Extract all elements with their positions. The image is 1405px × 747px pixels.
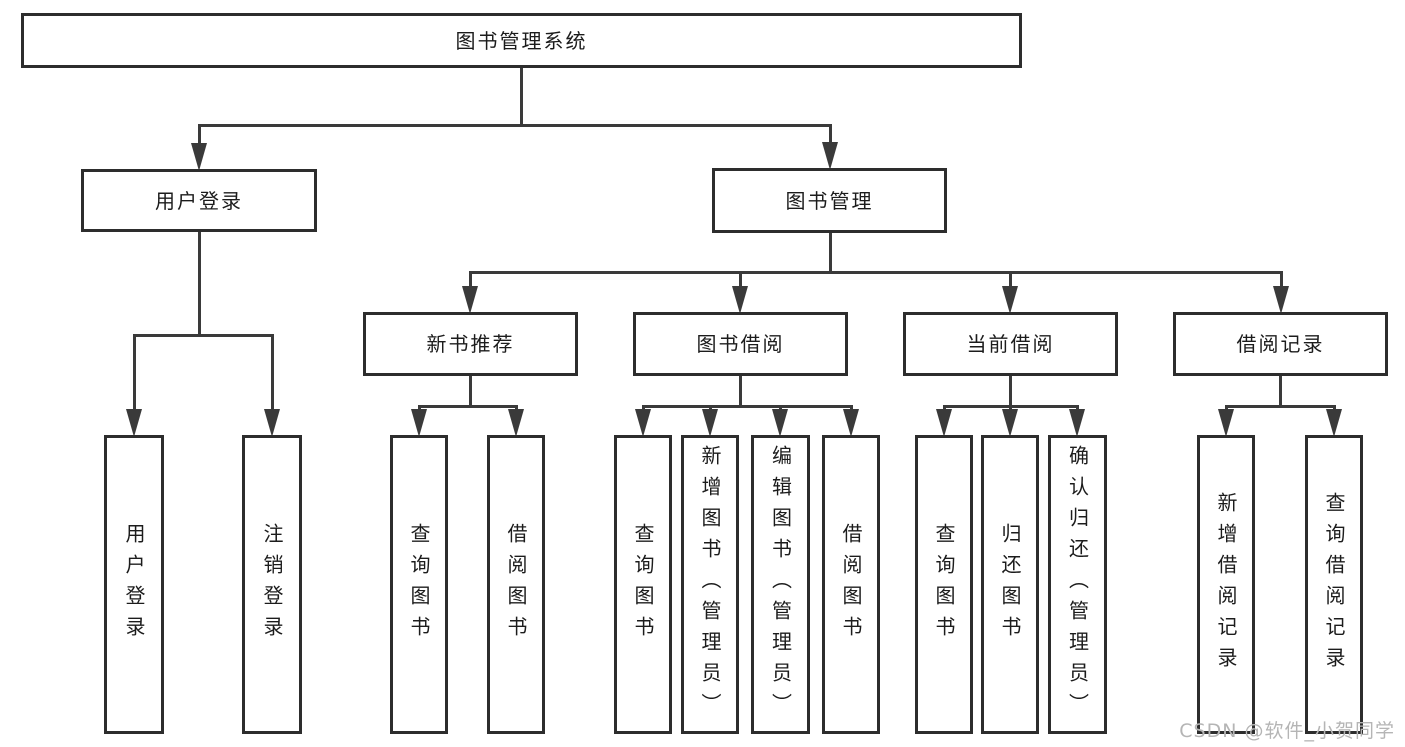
node-borrowing-records: 借阅记录	[1173, 312, 1388, 376]
connector-arrow-shaft	[1009, 405, 1012, 411]
arrowhead-down-icon	[936, 409, 952, 437]
arrowhead-down-icon	[411, 409, 427, 437]
connector-arrow-shaft	[1009, 271, 1012, 288]
arrowhead-down-icon	[462, 286, 478, 314]
node-label: 新书推荐	[426, 332, 515, 356]
arrowhead-down-icon	[1002, 409, 1018, 437]
node-borrow-books-2: 借阅图书	[822, 435, 880, 734]
node-return-books: 归还图书	[981, 435, 1039, 734]
arrowhead-down-icon	[1002, 286, 1018, 314]
arrowhead-down-icon	[1069, 409, 1085, 437]
node-label: 查询图书	[407, 522, 431, 647]
arrowhead-down-icon	[732, 286, 748, 314]
node-query-borrow-record: 查询借阅记录	[1305, 435, 1363, 734]
connector-stem	[520, 68, 523, 127]
node-book-management: 图书管理	[712, 168, 947, 233]
arrowhead-down-icon	[1273, 286, 1289, 314]
node-label: 注销登录	[260, 522, 284, 647]
connector-rail	[198, 124, 832, 127]
node-label: 借阅记录	[1236, 332, 1325, 356]
node-confirm-return-admin: 确认归还（管理员）	[1048, 435, 1107, 734]
connector-rail	[418, 405, 518, 408]
connector-rail	[133, 334, 274, 337]
node-root: 图书管理系统	[21, 13, 1022, 68]
node-current-borrowing: 当前借阅	[903, 312, 1118, 376]
arrowhead-down-icon	[822, 142, 838, 170]
connector-arrow-shaft	[779, 405, 782, 411]
node-new-book-recommend: 新书推荐	[363, 312, 578, 376]
connector-arrow-shaft	[850, 405, 853, 411]
connector-stem	[739, 376, 742, 408]
node-label: 查询图书	[932, 522, 956, 647]
node-add-books-admin: 新增图书（管理员）	[681, 435, 739, 734]
node-query-books-2: 查询图书	[614, 435, 672, 734]
connector-arrow-shaft	[642, 405, 645, 411]
connector-rail	[642, 405, 853, 408]
node-book-borrowing: 图书借阅	[633, 312, 848, 376]
node-logout: 注销登录	[242, 435, 302, 734]
connector-arrow-shaft	[418, 405, 421, 411]
arrowhead-down-icon	[126, 409, 142, 437]
connector-arrow-shaft	[1333, 405, 1336, 411]
arrowhead-down-icon	[635, 409, 651, 437]
connector-stem	[469, 376, 472, 408]
node-label: 查询借阅记录	[1322, 491, 1346, 678]
node-label: 确认归还（管理员）	[1065, 445, 1090, 724]
connector-stem	[1009, 376, 1012, 408]
arrowhead-down-icon	[1218, 409, 1234, 437]
node-label: 图书管理	[785, 188, 874, 213]
node-label: 新增借阅记录	[1214, 491, 1238, 678]
node-add-borrow-record: 新增借阅记录	[1197, 435, 1255, 734]
connector-stem	[198, 232, 201, 337]
connector-arrow-shaft	[1225, 405, 1228, 411]
node-label: 当前借阅	[966, 332, 1055, 356]
connector-arrow-shaft	[469, 271, 472, 288]
connector-arrow-shaft	[739, 271, 742, 288]
connector-arrow-shaft	[829, 124, 832, 144]
node-label: 编辑图书（管理员）	[768, 445, 793, 724]
node-label: 归还图书	[998, 522, 1022, 647]
arrowhead-down-icon	[508, 409, 524, 437]
node-label: 图书借阅	[696, 332, 785, 356]
connector-arrow-shaft	[1076, 405, 1079, 411]
arrowhead-down-icon	[191, 143, 207, 171]
connector-stem	[829, 233, 832, 274]
connector-arrow-shaft	[133, 334, 136, 411]
node-label: 用户登录	[155, 188, 243, 213]
node-user-login-leaf: 用户登录	[104, 435, 164, 734]
node-borrow-books-1: 借阅图书	[487, 435, 545, 734]
connector-arrow-shaft	[271, 334, 274, 411]
node-user-login: 用户登录	[81, 169, 317, 232]
arrowhead-down-icon	[1326, 409, 1342, 437]
node-query-books-1: 查询图书	[390, 435, 448, 734]
connector-arrow-shaft	[515, 405, 518, 411]
arrowhead-down-icon	[702, 409, 718, 437]
connector-arrow-shaft	[1280, 271, 1283, 288]
arrowhead-down-icon	[843, 409, 859, 437]
arrowhead-down-icon	[772, 409, 788, 437]
watermark: CSDN @软件_小贺同学	[1179, 720, 1395, 742]
connector-arrow-shaft	[198, 124, 201, 145]
node-query-books-3: 查询图书	[915, 435, 973, 734]
node-label: 新增图书（管理员）	[698, 445, 722, 724]
node-label: 用户登录	[122, 522, 146, 647]
connector-rail	[1225, 405, 1336, 408]
connector-arrow-shaft	[709, 405, 712, 411]
node-label: 借阅图书	[839, 522, 863, 647]
node-label: 查询图书	[631, 522, 655, 647]
connector-stem	[1279, 376, 1282, 408]
arrowhead-down-icon	[264, 409, 280, 437]
node-label: 图书管理系统	[455, 28, 588, 53]
node-edit-books-admin: 编辑图书（管理员）	[751, 435, 810, 734]
connector-arrow-shaft	[943, 405, 946, 411]
node-label: 借阅图书	[504, 522, 528, 647]
connector-rail	[469, 271, 1283, 274]
